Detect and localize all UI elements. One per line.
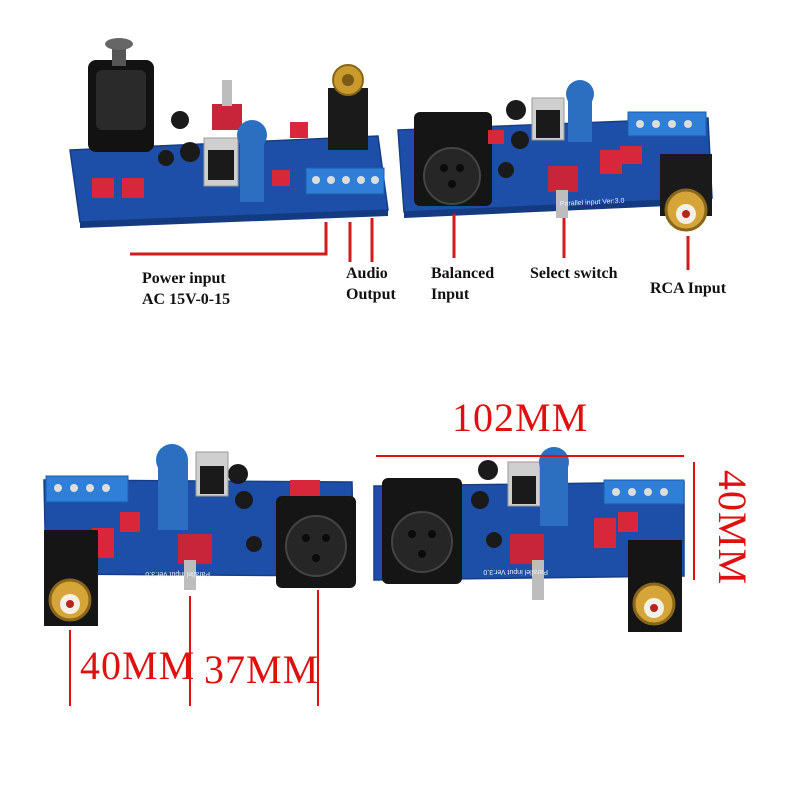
xlr-female-connector-top-right — [414, 112, 492, 206]
toggle-switch-top-left — [212, 80, 242, 130]
film-capacitors-top-right — [488, 130, 642, 174]
pcb-board-bottom-right: Parallel input Ver:3.0 — [373, 447, 685, 632]
screw-terminal-bottom-left — [45, 475, 129, 503]
regulator-bottom-left — [195, 451, 229, 497]
label-balanced-input: Balanced Input — [431, 263, 494, 305]
label-power-input: Power input AC 15V-0-15 — [142, 268, 230, 310]
silkscreen-bottom-left: Parallel input Ver:3.0 — [145, 570, 210, 577]
rca-jack-top-left — [328, 64, 368, 150]
dimension-rca-height: 40MM — [80, 643, 196, 688]
film-capacitors-bottom-right — [594, 512, 638, 548]
label-rca-input: RCA Input — [650, 278, 726, 299]
label-audio-output-line2: Output — [346, 286, 396, 303]
regulator-top-right — [531, 97, 565, 141]
xlr-connector-top-left — [88, 38, 154, 152]
label-power-input-line2: AC 15V-0-15 — [142, 291, 231, 308]
dimension-xlr-height: 37MM — [204, 647, 320, 692]
rca-jack-bottom-right — [628, 540, 682, 632]
rca-jack-top-right — [660, 154, 712, 232]
capacitors-top-right — [498, 80, 594, 178]
screw-terminal-bottom-right — [603, 479, 685, 505]
regulator-bottom-right — [507, 461, 541, 507]
label-power-input-line1: Power input — [142, 270, 226, 287]
select-switch-top-right — [548, 166, 578, 218]
pcb-board-bottom-left: Parallel input Ver:3.0 — [43, 444, 356, 626]
label-balanced-input-line2: Input — [431, 286, 470, 303]
callout-lines-top — [130, 214, 690, 270]
silkscreen-bottom-right: Parallel input Ver:3.0 — [483, 568, 548, 575]
xlr-female-connector-bottom-right — [382, 478, 462, 584]
rca-jack-bottom-left — [44, 530, 98, 626]
screw-terminal-top-left — [305, 167, 385, 195]
label-rca-input-text: RCA Input — [650, 280, 727, 297]
regulator-top-left — [203, 137, 239, 187]
dimension-lines-bottom — [69, 455, 695, 706]
label-audio-output: Audio Output — [346, 263, 396, 305]
label-select-switch-text: Select switch — [530, 265, 618, 282]
dimension-width: 40MM — [710, 470, 755, 586]
label-balanced-input-line1: Balanced — [431, 265, 495, 282]
select-switch-bottom-left — [178, 534, 212, 590]
select-switch-bottom-right — [510, 534, 544, 600]
capacitors-bottom-left — [156, 444, 262, 552]
label-select-switch: Select switch — [530, 263, 618, 284]
pcb-board-top-right: Parallel input Ver:3.0 — [397, 80, 713, 232]
capacitors-top-left — [158, 111, 267, 202]
screw-terminal-top-right — [627, 111, 707, 137]
label-audio-output-line1: Audio — [346, 265, 388, 282]
film-capacitors-top-left — [92, 122, 308, 198]
silkscreen-top-right: Parallel input Ver:3.0 — [560, 198, 625, 208]
pcb-board-top-left — [69, 38, 389, 228]
dimension-length: 102MM — [452, 395, 589, 440]
capacitors-bottom-right — [471, 447, 569, 548]
xlr-female-connector-bottom-left — [276, 496, 356, 588]
